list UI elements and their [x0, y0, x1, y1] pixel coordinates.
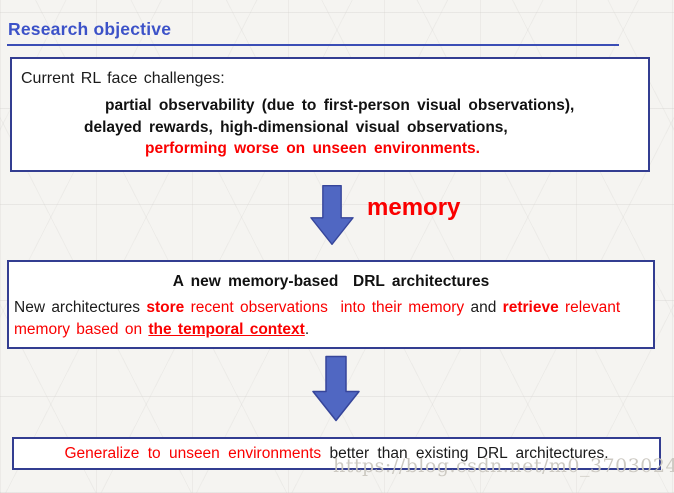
memory-arrow-label: memory	[367, 194, 461, 221]
architecture-heading: A new memory-based DRL architectures	[172, 273, 490, 290]
conclusion-text: Generalize to unseen environments better…	[64, 445, 609, 462]
architecture-description-line2: memory based on the temporal context.	[14, 321, 310, 338]
architecture-box: A new memory-based DRL architectures New…	[7, 260, 655, 349]
conclusion-box: Generalize to unseen environments better…	[12, 437, 661, 470]
csdn-watermark: https://blog.csdn.net/m0_37030242	[333, 455, 674, 477]
architecture-description-line1: New architectures store recent observati…	[14, 299, 621, 316]
page-title: Research objective	[8, 19, 172, 39]
challenge-partial-observability: partial observability (due to first-pers…	[105, 97, 575, 114]
challenges-list: partial observability (due to first-pers…	[12, 95, 648, 160]
challenge-delayed-rewards: delayed rewards, high-dimensional visual…	[84, 118, 508, 136]
down-arrow-icon	[312, 355, 360, 422]
challenges-box: Current RL face challenges: partial obse…	[10, 57, 650, 172]
down-arrow-icon	[310, 183, 354, 247]
architecture-description: New architectures store recent observati…	[14, 297, 653, 341]
challenges-intro: Current RL face challenges:	[21, 70, 225, 87]
title-underline	[7, 44, 619, 46]
challenge-unseen-environments: performing worse on unseen environments.	[145, 140, 480, 157]
